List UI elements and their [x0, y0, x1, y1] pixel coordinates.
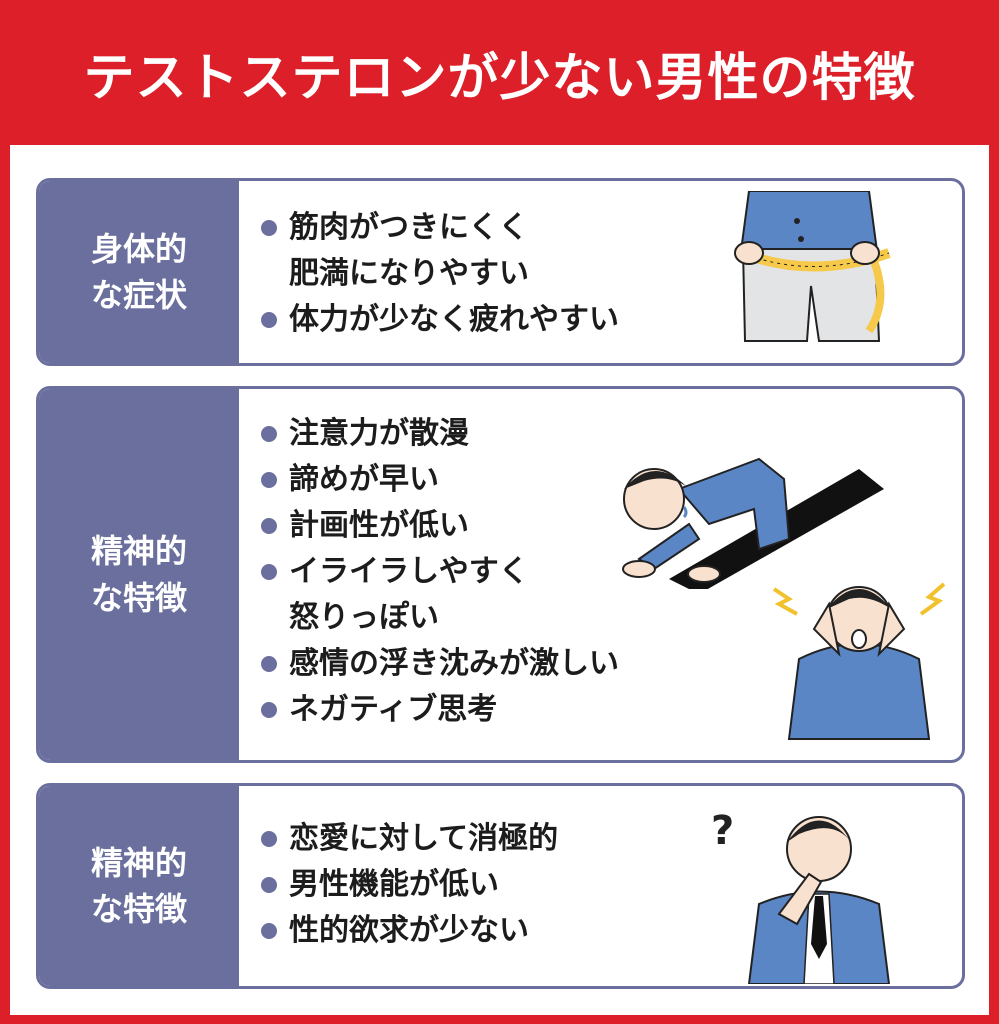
- bullet-dot: [261, 312, 277, 328]
- bullet-dot: [261, 831, 277, 847]
- list-item: 注意力が散漫: [259, 411, 619, 457]
- bullet-dot: [261, 702, 277, 718]
- card-mental-traits-2: 精神的 な特徴 恋愛に対して消極的 男性機能が低い 性的欲求が少ない ?: [36, 783, 965, 989]
- card-label: 身体的 な症状: [39, 181, 239, 363]
- card-physical-symptoms: 身体的 な症状 筋肉がつきにくく 肥満になりやすい 体力が少なく疲れやすい: [36, 178, 965, 366]
- bullet-dot: [261, 220, 277, 236]
- list-item: ネガティブ思考: [259, 687, 619, 733]
- trait-list: 注意力が散漫 諦めが早い 計画性が低い イライラしやすく 怒りっぽい 感情の浮き…: [259, 411, 619, 733]
- measuring-waist-illustration: [734, 191, 891, 342]
- bullet-dot: [261, 518, 277, 534]
- content-panel: 身体的 な症状 筋肉がつきにくく 肥満になりやすい 体力が少なく疲れやすい 精神…: [10, 145, 989, 1015]
- list-item: 諦めが早い: [259, 457, 619, 503]
- bullet-dot: [261, 564, 277, 580]
- trait-list: 恋愛に対して消極的 男性機能が低い 性的欲求が少ない: [259, 816, 558, 954]
- list-item: 計画性が低い: [259, 503, 619, 549]
- symptom-list: 筋肉がつきにくく 肥満になりやすい 体力が少なく疲れやすい: [259, 205, 619, 343]
- bullet-dot: [261, 923, 277, 939]
- list-item: 性的欲求が少ない: [259, 908, 558, 954]
- page-title: テストステロンが少ない男性の特徴: [83, 48, 916, 108]
- stressed-man-illustration: [772, 582, 946, 740]
- card-mental-traits: 精神的 な特徴 注意力が散漫 諦めが早い 計画性が低い イライラしやすく 怒りっ…: [36, 386, 965, 763]
- list-item: 男性機能が低い: [259, 862, 558, 908]
- bullet-dot: [261, 656, 277, 672]
- list-item: イライラしやすく 怒りっぽい: [259, 549, 619, 641]
- bullet-dot: [261, 877, 277, 893]
- discouraged-man-illustration: [622, 457, 884, 589]
- list-item: 筋肉がつきにくく 肥満になりやすい: [259, 205, 619, 297]
- list-item: 体力が少なく疲れやすい: [259, 297, 619, 343]
- list-item: 感情の浮き沈みが激しい: [259, 641, 619, 687]
- question-mark-icon: ?: [711, 808, 735, 854]
- list-item: 恋愛に対して消極的: [259, 816, 558, 862]
- card-label: 精神的 な特徴: [39, 786, 239, 986]
- bullet-dot: [261, 426, 277, 442]
- card-label: 精神的 な特徴: [39, 389, 239, 760]
- confused-businessman-illustration: [747, 816, 891, 984]
- bullet-dot: [261, 472, 277, 488]
